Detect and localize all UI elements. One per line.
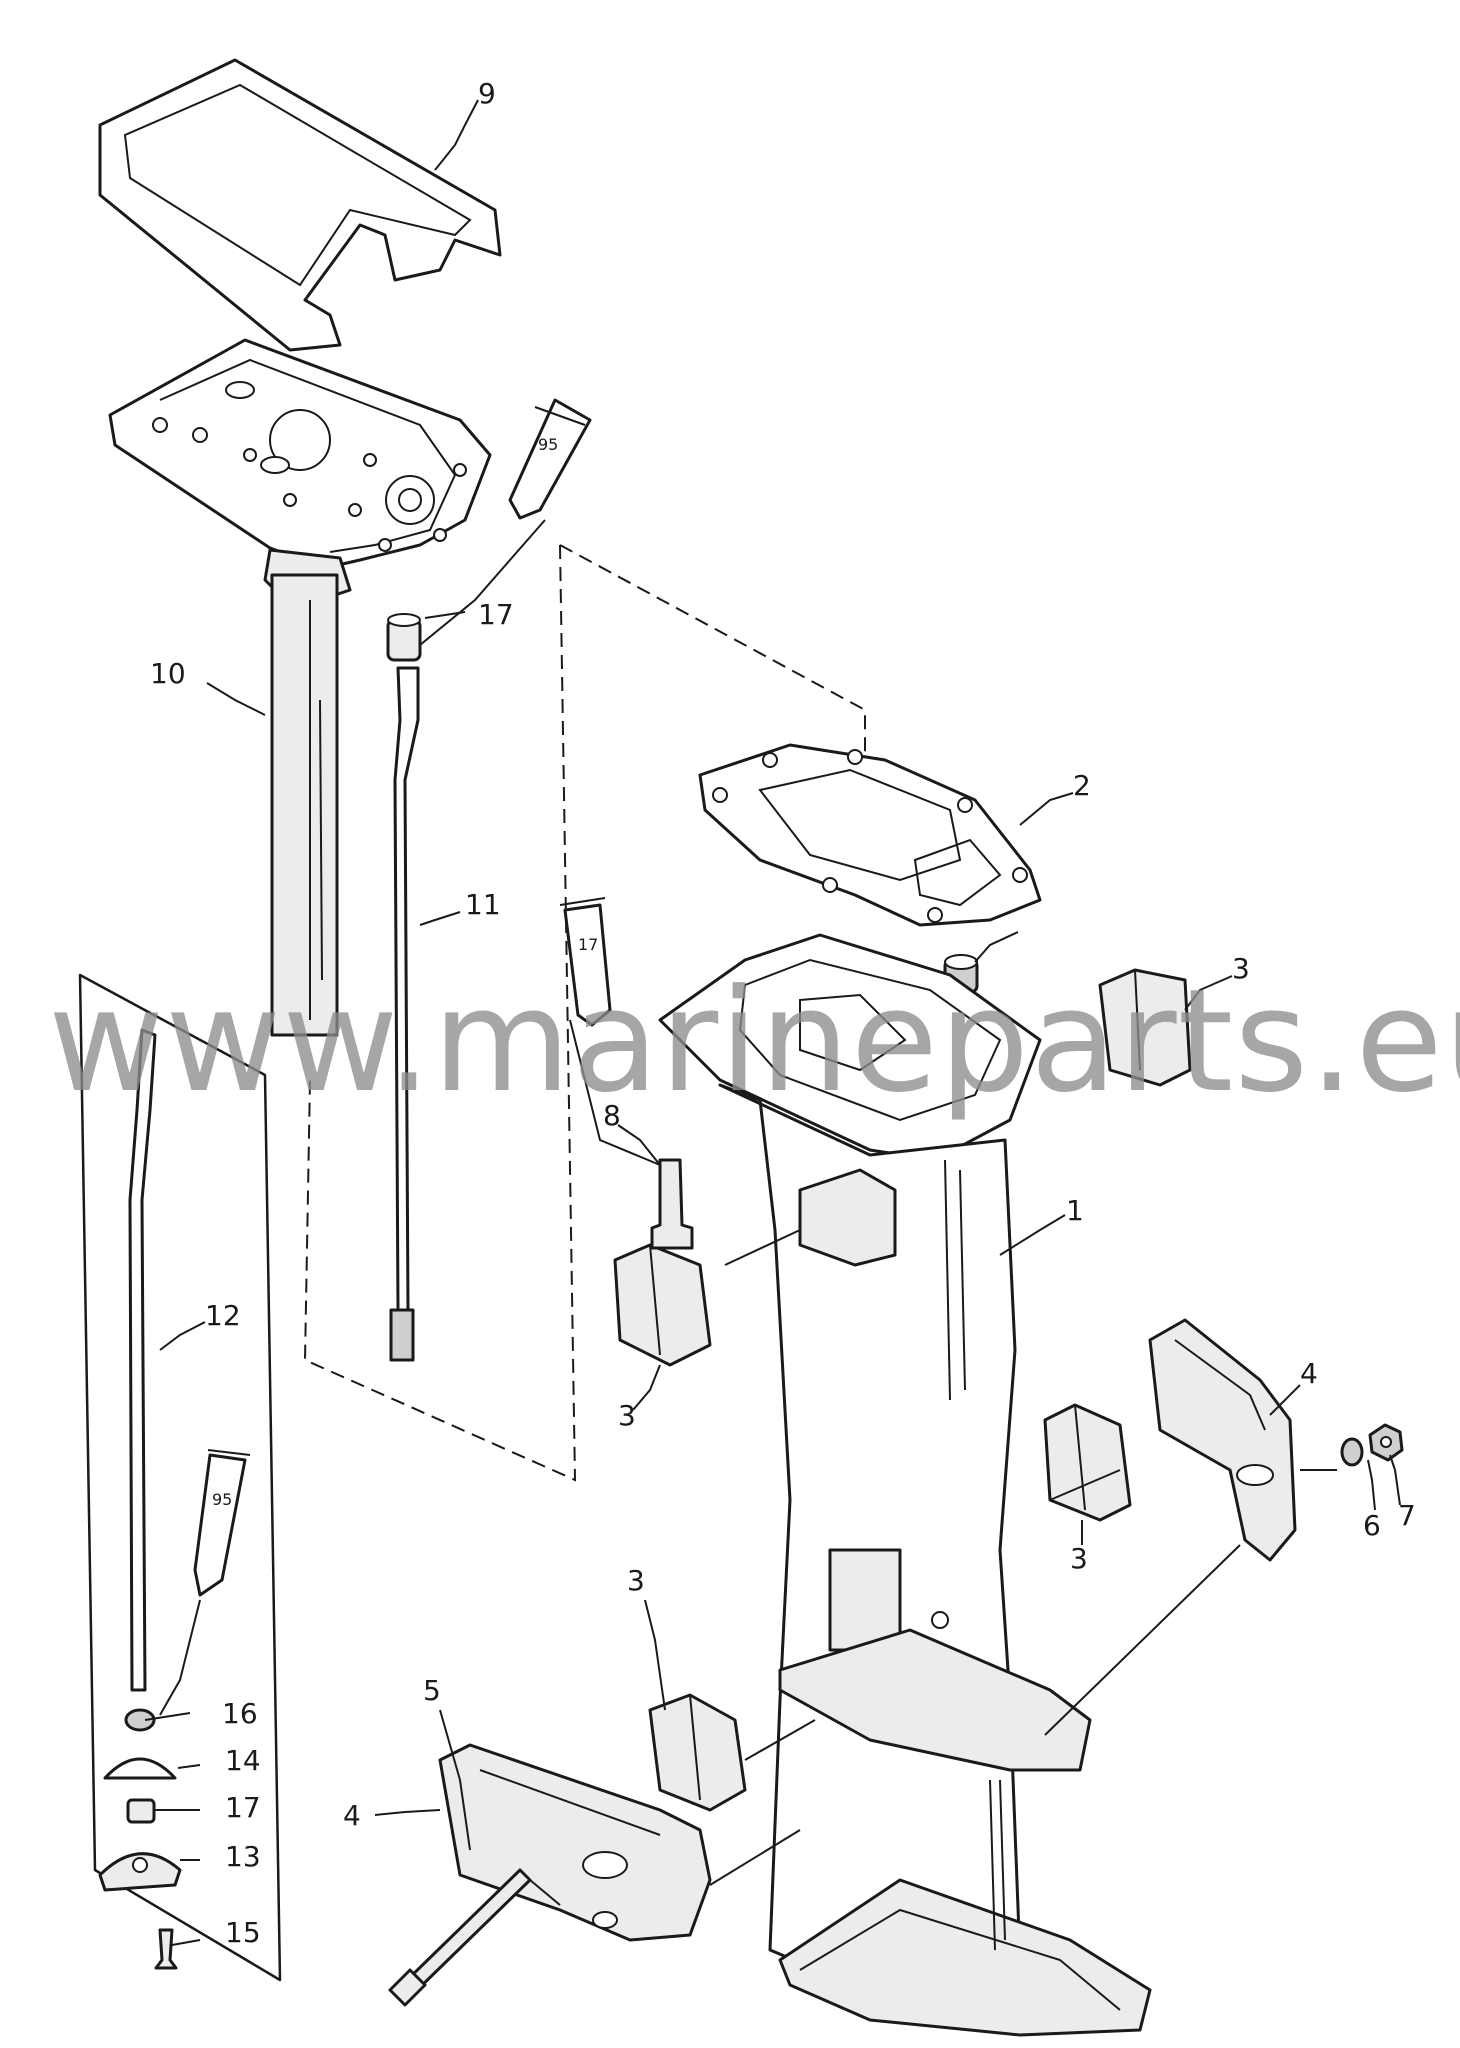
callout-3-lower: 3 (627, 1564, 645, 1597)
sealant-tube-top: 95 (508, 398, 592, 520)
part-12-inset-tube (128, 1028, 157, 1692)
callout-5: 5 (423, 1674, 441, 1707)
callout-4-lower: 4 (343, 1799, 361, 1832)
watermark-text: www.marineparts.eu (48, 959, 1460, 1124)
part-11-water-tube (389, 666, 420, 1362)
callout-17-top: 17 (478, 598, 514, 631)
leader-lines (144, 99, 1401, 1946)
callout-6: 6 (1363, 1509, 1381, 1542)
callout-8: 8 (603, 1099, 621, 1132)
callout-14: 14 (225, 1744, 261, 1777)
part-7-nut (1368, 1423, 1404, 1462)
part-1-driveshaft-housing (658, 933, 1152, 2037)
part-14-plate (103, 1757, 177, 1780)
callout-7: 7 (1398, 1499, 1416, 1532)
sealant-tube-left-label: 95 (212, 1490, 232, 1509)
inset-panel (78, 973, 282, 1982)
callout-2: 2 (1073, 769, 1091, 802)
part-4-mount-right (1148, 1318, 1297, 1562)
sealant-tube-middle: 17 (559, 897, 612, 1027)
callout-4-right: 4 (1300, 1357, 1318, 1390)
callout-12: 12 (205, 1299, 241, 1332)
part-9-seal-ring (98, 58, 502, 352)
sealant-tube-middle-label: 17 (578, 935, 598, 954)
part-2-gasket (698, 743, 1042, 927)
callout-15: 15 (225, 1916, 261, 1949)
part-3-block-right (1043, 1403, 1132, 1522)
callout-1: 1 (1066, 1194, 1084, 1227)
part-3-block-upper-right (1098, 968, 1192, 1087)
callout-3-left: 3 (618, 1399, 636, 1432)
callout-13: 13 (225, 1840, 261, 1873)
part-16-grommet (124, 1708, 156, 1732)
part-17-grommet-top (386, 613, 422, 662)
callout-9: 9 (478, 77, 496, 110)
part-15-screw (154, 1928, 178, 1970)
callout-3-upper-right: 3 (1232, 952, 1250, 985)
callout-3-right: 3 (1070, 1542, 1088, 1575)
sealant-tube-top-label: 95 (538, 435, 558, 454)
part-10-plate-and-tube (108, 338, 492, 1037)
assembly-dashed-outline-left (303, 544, 577, 1482)
part-3-block-left (613, 1243, 712, 1367)
callout-10: 10 (150, 657, 186, 690)
callout-11: 11 (465, 888, 501, 921)
part-3-block-lower (648, 1693, 747, 1812)
callout-17-inset: 17 (225, 1791, 261, 1824)
part-6-washer (1340, 1437, 1364, 1467)
part-5-bolt (388, 1868, 532, 2007)
callout-16: 16 (222, 1697, 258, 1730)
sealant-tube-left: 95 (193, 1449, 251, 1597)
part-17-grommet-inset (126, 1798, 156, 1824)
inset-small-parts (98, 1708, 182, 1970)
part-8-bolt (650, 1158, 694, 1250)
